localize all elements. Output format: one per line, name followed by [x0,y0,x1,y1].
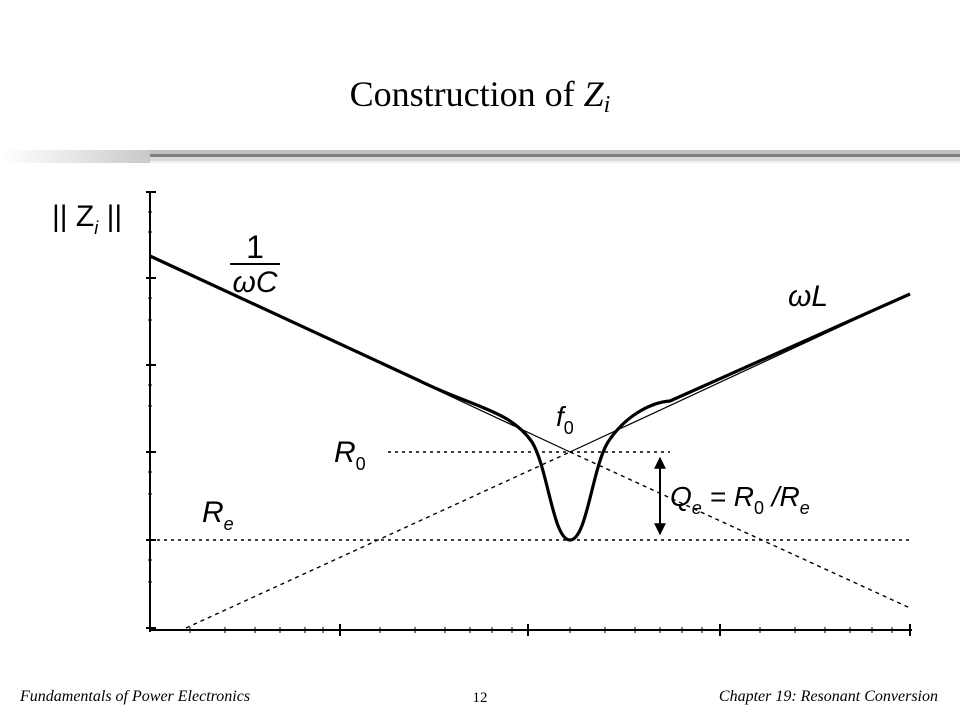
title-divider [150,150,960,154]
footer-book-title: Fundamentals of Power Electronics [20,688,251,705]
slide-title: Construction of Zi [0,72,960,127]
title-subscript: i [603,92,611,118]
title-divider-fade [0,150,150,163]
x-axis-minor-ticks [189,627,893,633]
inductor-asymptote-extension [185,451,571,629]
cap-label-numerator: 1 [246,229,264,265]
q-equation-label: Qe = R0 /Re [670,481,810,518]
footer-chapter: Chapter 19: Resonant Conversion [718,688,938,705]
r0-label: R0 [334,436,366,474]
capacitor-asymptote-extension [569,451,911,609]
impedance-curve [149,254,911,542]
x-axis-ticks [339,624,911,636]
ind-label: ωL [788,280,828,313]
f0-label: f0 [556,401,574,438]
title-text: Construction of [349,74,584,114]
title-divider-edge [150,161,960,163]
footer-page-number: 12 [472,690,488,706]
title-symbol: Z [583,74,604,114]
re-label: Re [202,496,234,534]
y-axis-label: || Zi || [52,200,122,238]
cap-label-denominator: ωC [232,266,277,299]
title-divider-light [150,157,960,161]
y-axis-minor-ticks [148,211,152,583]
title-divider-dark [150,154,960,157]
